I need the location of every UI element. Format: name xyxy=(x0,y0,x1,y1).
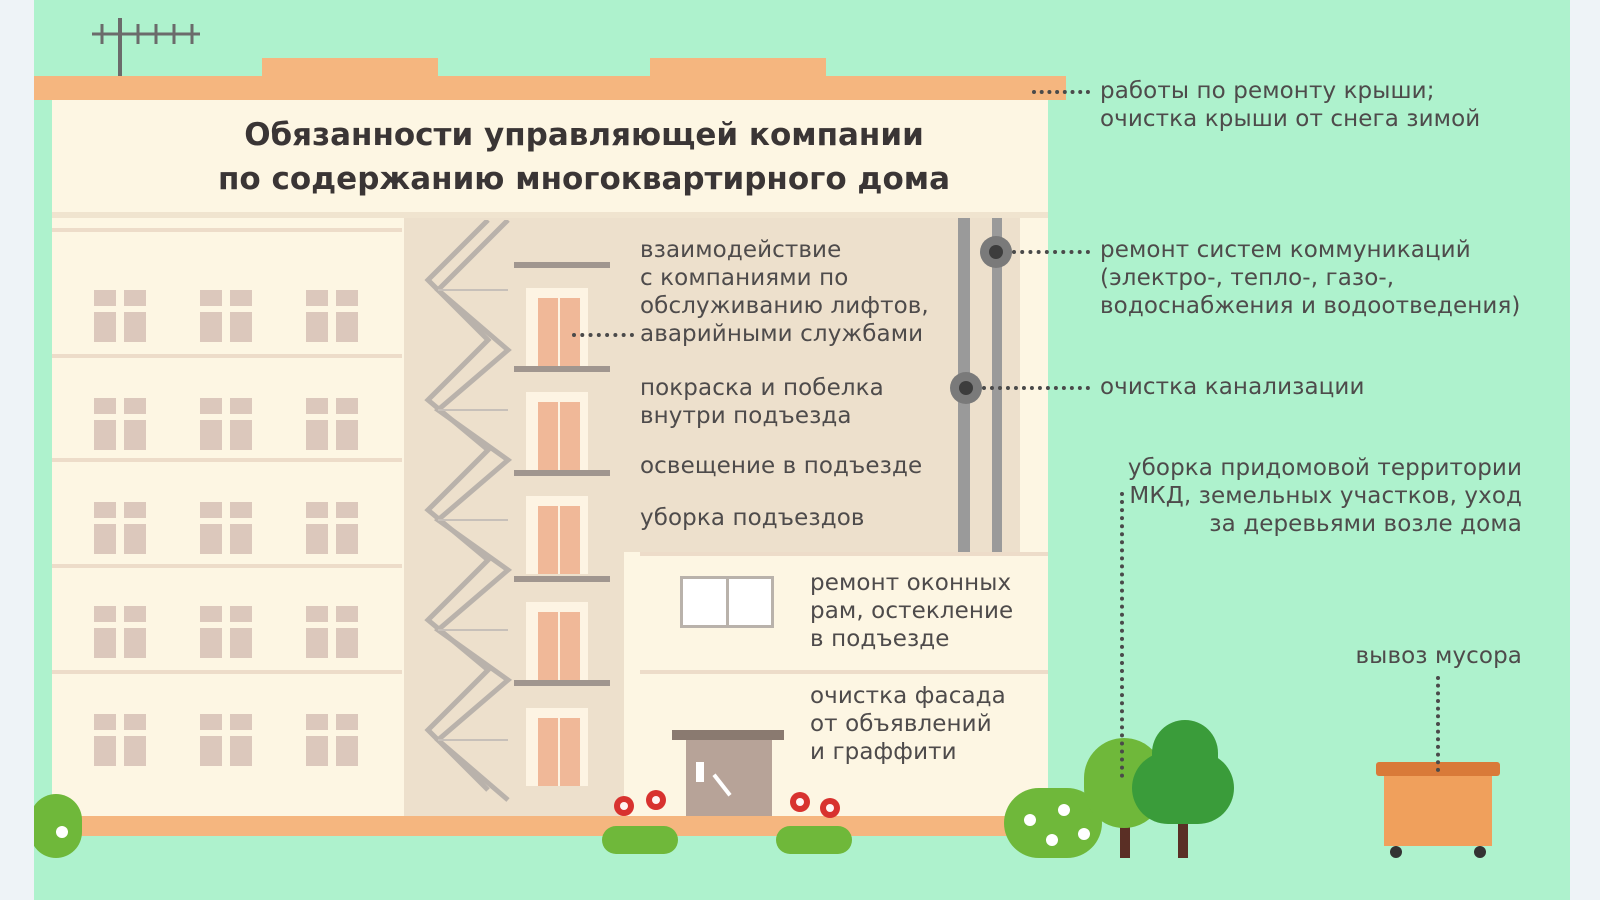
landing xyxy=(514,470,610,476)
leader-elevators xyxy=(572,333,634,337)
garbage-bin-icon xyxy=(1384,776,1492,846)
window xyxy=(94,714,146,766)
floor-line xyxy=(52,564,402,568)
roof-vent xyxy=(650,58,826,78)
pipe-node-icon xyxy=(950,372,982,404)
label-communications: ремонт систем коммуникаций (электро-, те… xyxy=(1100,237,1521,319)
window xyxy=(306,502,358,554)
flower-icon xyxy=(614,796,634,816)
bin-wheel xyxy=(1390,846,1402,858)
window xyxy=(200,606,252,658)
label-facade: очистка фасада от объявлений и граффити xyxy=(810,683,1006,765)
flower-icon xyxy=(56,826,68,838)
window xyxy=(200,502,252,554)
window xyxy=(306,714,358,766)
label-cleaning: уборка подъездов xyxy=(640,505,865,531)
landing xyxy=(514,680,610,686)
cornice xyxy=(52,212,1048,218)
floor-line xyxy=(52,670,402,674)
floor-line xyxy=(640,552,1048,556)
window xyxy=(306,606,358,658)
roof-vent xyxy=(262,58,438,78)
window xyxy=(200,398,252,450)
leader-roof xyxy=(1032,90,1090,94)
flower-icon xyxy=(1078,828,1090,840)
window xyxy=(94,606,146,658)
flower-icon xyxy=(1024,814,1036,826)
label-elevators: взаимодействие с компаниями по обслужива… xyxy=(640,237,929,347)
label-lighting: освещение в подъезде xyxy=(640,453,923,479)
bush-icon xyxy=(776,826,852,854)
landing xyxy=(514,366,610,372)
flower-icon xyxy=(1058,804,1070,816)
tree-icon xyxy=(1132,752,1234,824)
label-windows: ремонт оконных рам, остекление в подъезд… xyxy=(810,570,1014,652)
flower-icon xyxy=(790,792,810,812)
infographic: Обязанности управляющей компании по соде… xyxy=(34,0,1570,900)
roof xyxy=(34,76,1066,100)
flower-icon xyxy=(820,798,840,818)
entrance-canopy xyxy=(672,730,784,740)
flower-icon xyxy=(646,790,666,810)
floor-line xyxy=(640,670,1048,674)
floor-line xyxy=(52,228,402,232)
window xyxy=(306,290,358,342)
floor-line xyxy=(52,458,402,462)
ground xyxy=(52,816,1048,836)
window xyxy=(200,714,252,766)
leader-territory xyxy=(1120,492,1124,778)
floor-line xyxy=(52,354,402,358)
entrance-door-icon xyxy=(686,740,772,820)
stairwell-door xyxy=(526,392,588,470)
window xyxy=(94,502,146,554)
stairwell-door xyxy=(526,602,588,680)
antenna-icon xyxy=(92,18,200,76)
stairwell-door xyxy=(526,496,588,574)
label-territory: уборка придомовой территории МКД, земель… xyxy=(1127,455,1522,537)
bush-icon xyxy=(602,826,678,854)
leader-communications xyxy=(1012,250,1090,254)
leader-sewer xyxy=(982,386,1090,390)
landing xyxy=(514,262,610,268)
flower-icon xyxy=(1046,834,1058,846)
window xyxy=(94,398,146,450)
window xyxy=(94,290,146,342)
tree-trunk xyxy=(1178,800,1188,858)
stairwell-door xyxy=(526,708,588,786)
staircase-icon xyxy=(424,220,513,802)
window xyxy=(306,398,358,450)
stairwell-door xyxy=(526,288,588,366)
label-garbage: вывоз мусора xyxy=(1355,643,1522,669)
pipe-node-icon xyxy=(980,236,1012,268)
landing xyxy=(514,576,610,582)
label-painting: покраска и побелка внутри подъезда xyxy=(640,375,884,429)
window xyxy=(200,290,252,342)
label-sewer: очистка канализации xyxy=(1100,374,1365,400)
corridor-window xyxy=(680,576,774,628)
page-title: Обязанности управляющей компании по соде… xyxy=(217,117,951,197)
leader-garbage xyxy=(1436,676,1440,772)
bin-wheel xyxy=(1474,846,1486,858)
label-roof: работы по ремонту крыши; очистка крыши о… xyxy=(1100,78,1481,132)
pipe xyxy=(992,218,1002,552)
